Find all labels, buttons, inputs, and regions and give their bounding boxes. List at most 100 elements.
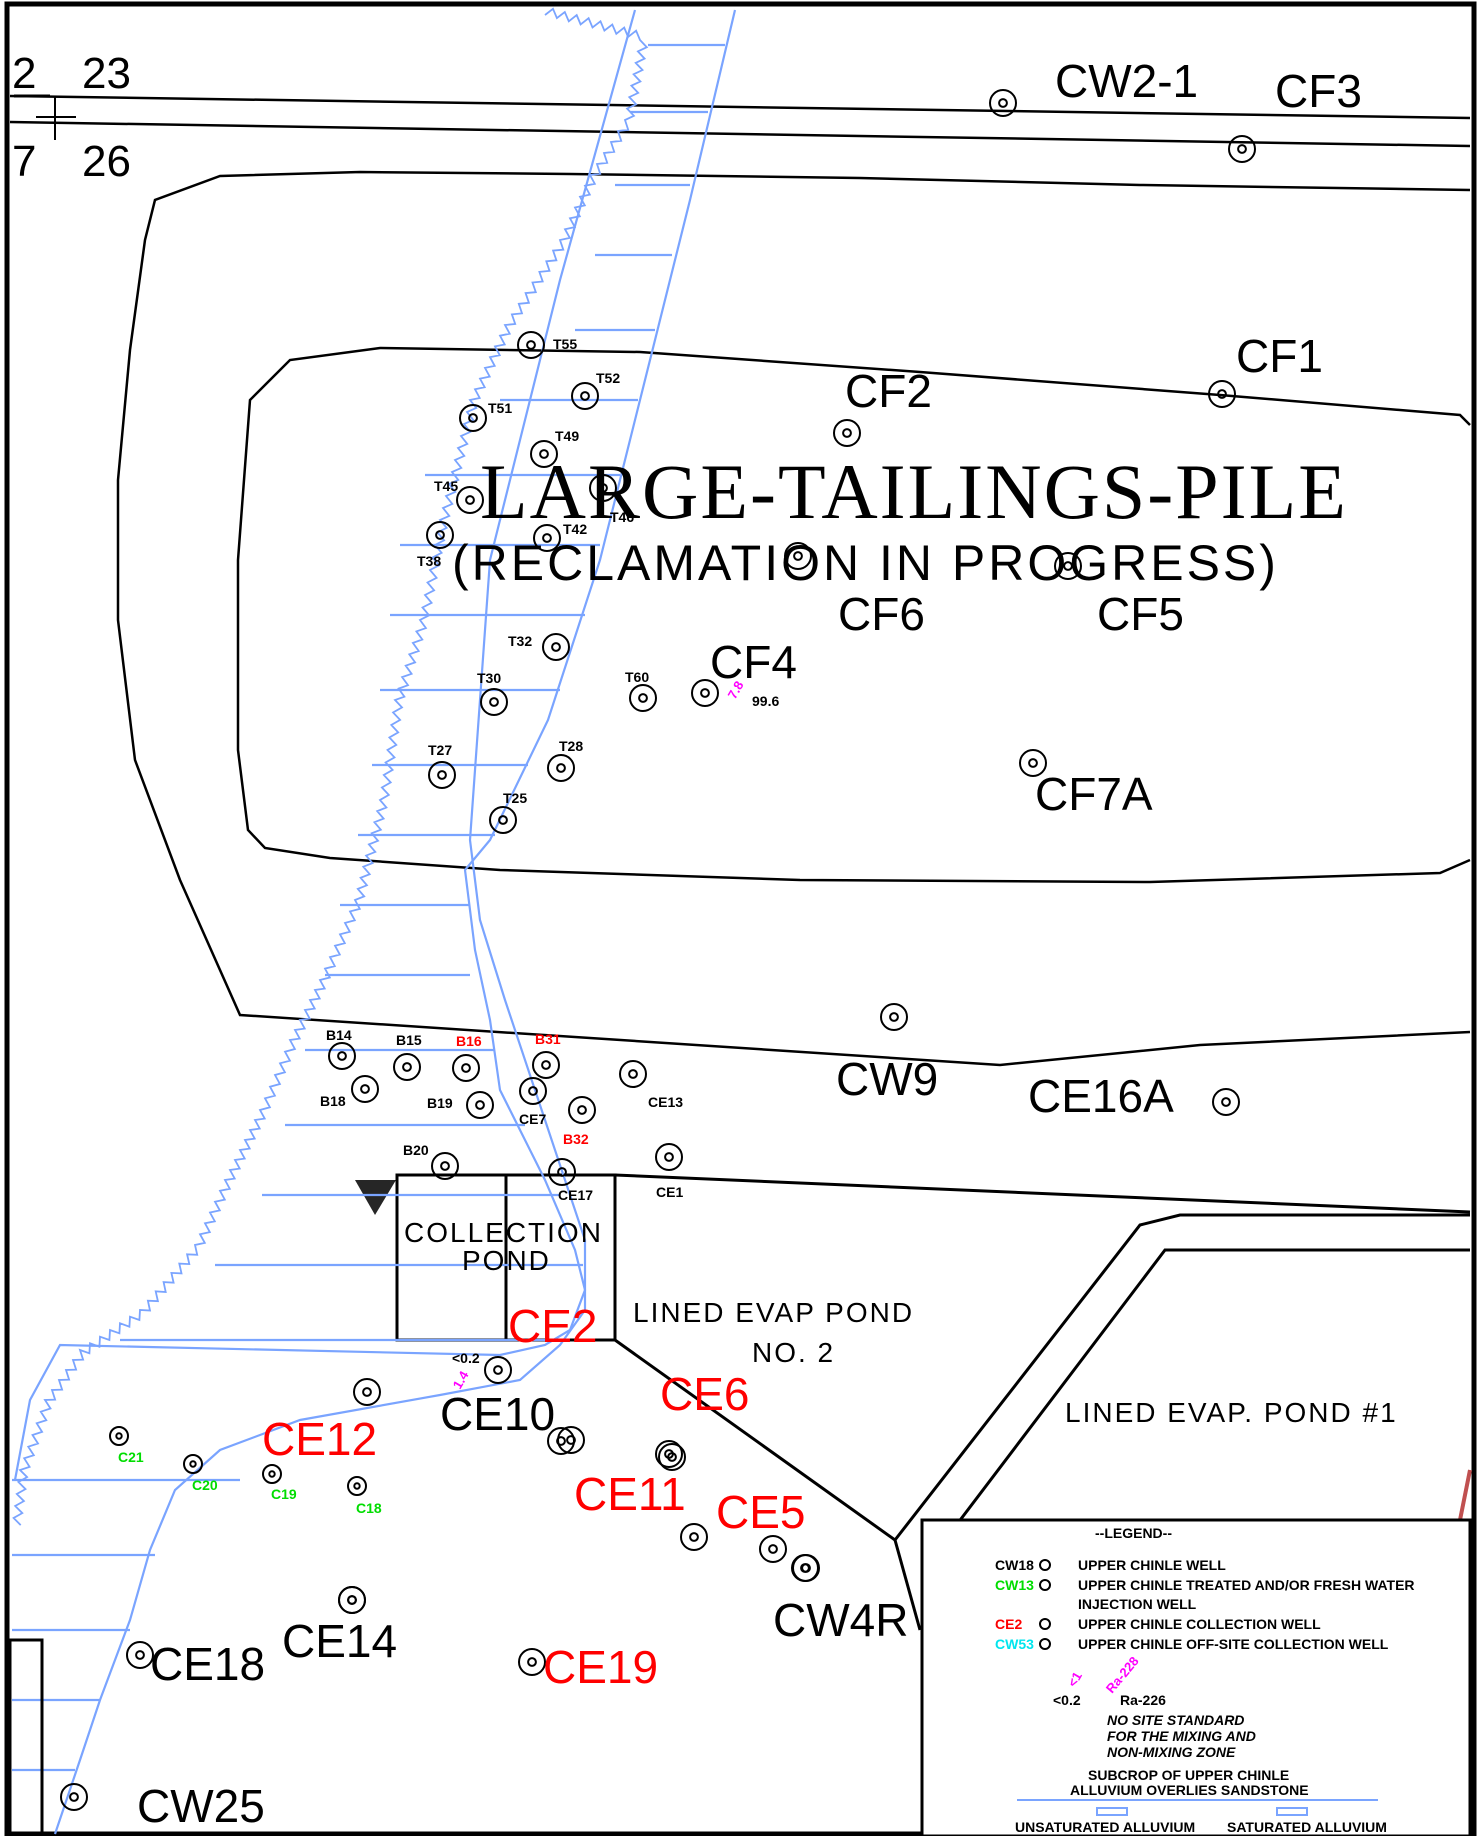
well-icon-b20 — [431, 1152, 459, 1180]
legend-sample-ra226-label: Ra-226 — [1120, 1692, 1166, 1708]
map-title: LARGE-TAILINGS-PILE — [480, 448, 1348, 535]
ce10-ra226-value: <0.2 — [452, 1350, 480, 1366]
legend-desc-0: UPPER CHINLE WELL — [1078, 1557, 1226, 1573]
legend-desc-4: UPPER CHINLE OFF-SITE COLLECTION WELL — [1078, 1636, 1389, 1652]
well-label-ce5: CE5 — [716, 1486, 805, 1538]
well-icon-t60 — [629, 684, 657, 712]
well-label-ce10: CE10 — [440, 1388, 555, 1440]
legend-well-icon — [1039, 1559, 1051, 1571]
cf4-ra226-value: 99.6 — [752, 693, 779, 709]
well-label-ce2: CE2 — [508, 1300, 597, 1352]
well-label-t25: T25 — [503, 790, 527, 806]
well-icon-ce13 — [619, 1060, 647, 1088]
well-icon-c20 — [183, 1454, 203, 1474]
lower-left-structure — [8, 1638, 44, 1836]
well-label-c20: C20 — [192, 1477, 218, 1493]
well-icon-cf4 — [691, 679, 719, 707]
well-icon-cf6 — [784, 542, 812, 570]
well-label-cw25: CW25 — [137, 1780, 265, 1832]
well-icon-unlabeled — [338, 1586, 366, 1614]
well-label-ce14: CE14 — [282, 1615, 397, 1667]
well-icon-ce16a — [1212, 1088, 1240, 1116]
well-icon-t30 — [480, 688, 508, 716]
well-label-cw4r: CW4R — [773, 1594, 908, 1646]
legend-well-icon — [1039, 1579, 1051, 1591]
grid-label-26: 26 — [82, 137, 131, 186]
well-icon-ce17 — [548, 1158, 576, 1186]
well-icon-t32 — [542, 633, 570, 661]
well-icon-t42 — [533, 524, 561, 552]
well-icon-unlabeled — [791, 1554, 819, 1582]
well-icon-t45 — [456, 486, 484, 514]
map-subtitle: (RECLAMATION IN PROGRESS) — [452, 535, 1279, 591]
well-icon-t52 — [571, 382, 599, 410]
well-label-b32: B32 — [563, 1131, 589, 1147]
legend-note-3: NON-MIXING ZONE — [1107, 1744, 1236, 1760]
well-label-ce7: CE7 — [519, 1111, 546, 1127]
well-icon-unlabeled — [655, 1440, 683, 1468]
well-icon-cf7a — [1019, 749, 1047, 777]
legend-code-cw13: CW13 — [995, 1577, 1034, 1593]
well-label-ce11: CE11 — [574, 1468, 686, 1520]
well-icon-ce10 — [484, 1356, 512, 1384]
well-label-t49: T49 — [555, 428, 579, 444]
well-icon-ce12 — [353, 1378, 381, 1406]
tailings-inner-boundary — [236, 346, 1471, 884]
legend-subcrop-1: SUBCROP OF UPPER CHINLE — [1088, 1767, 1289, 1783]
unsaturated-alluvium-edge — [12, 7, 649, 1526]
well-icon-ce19 — [518, 1648, 546, 1676]
well-icon-cf5 — [1054, 552, 1082, 580]
well-label-cf4: CF4 — [710, 636, 797, 688]
well-label-cw2-1: CW2-1 — [1055, 55, 1198, 107]
well-icon-cf1 — [1208, 380, 1236, 408]
well-icon-t46 — [589, 474, 617, 502]
well-label-b14: B14 — [326, 1027, 352, 1043]
legend-saturated-swatch — [1276, 1807, 1308, 1816]
well-label-ce19: CE19 — [543, 1641, 658, 1693]
well-icon-b14 — [328, 1042, 356, 1070]
grid-label-23: 23 — [82, 49, 131, 98]
legend-desc-2: INJECTION WELL — [1078, 1596, 1197, 1612]
well-icon-b15 — [393, 1053, 421, 1081]
well-label-cw9: CW9 — [836, 1053, 938, 1105]
well-label-b31: B31 — [535, 1031, 561, 1047]
well-label-t32: T32 — [508, 633, 532, 649]
well-icon-b31 — [532, 1051, 560, 1079]
well-label-b18: B18 — [320, 1093, 346, 1109]
well-label-c18: C18 — [356, 1500, 382, 1516]
legend-note-1: NO SITE STANDARD — [1107, 1712, 1244, 1728]
well-label-t51: T51 — [488, 400, 512, 416]
legend-box — [920, 1518, 1472, 1836]
legend-desc-1: UPPER CHINLE TREATED AND/OR FRESH WATER — [1078, 1577, 1415, 1593]
well-label-c19: C19 — [271, 1486, 297, 1502]
legend-saturated-label: SATURATED ALLUVIUM — [1227, 1819, 1387, 1835]
well-icon-ce7 — [519, 1077, 547, 1105]
well-label-ce18: CE18 — [150, 1638, 265, 1690]
well-icon-ce18 — [126, 1641, 154, 1669]
well-icon-cf2 — [833, 419, 861, 447]
legend-desc-3: UPPER CHINLE COLLECTION WELL — [1078, 1616, 1321, 1632]
legend-subcrop-2: ALLUVIUM OVERLIES SANDSTONE — [1070, 1782, 1309, 1798]
well-icon-t38 — [426, 521, 454, 549]
well-icon-unlabeled — [759, 1535, 787, 1563]
well-icon-c18 — [347, 1476, 367, 1496]
map-frame — [4, 1, 1477, 1836]
saturated-alluvium-hatching — [12, 9, 737, 1835]
well-label-b16: B16 — [456, 1033, 482, 1049]
well-label-t27: T27 — [428, 742, 452, 758]
legend-note-2: FOR THE MIXING AND — [1107, 1728, 1256, 1744]
well-icon-c19 — [262, 1464, 282, 1484]
well-label-t30: T30 — [477, 670, 501, 686]
well-label-ce1: CE1 — [656, 1184, 683, 1200]
collection-pond-label-2: POND — [462, 1245, 551, 1276]
grid-label-7: 7 — [12, 137, 36, 186]
well-label-cf6: CF6 — [838, 588, 925, 640]
grid-label-2: 2 — [12, 49, 36, 98]
well-label-ce13: CE13 — [648, 1094, 683, 1110]
legend-well-icon — [1039, 1638, 1051, 1650]
well-label-b15: B15 — [396, 1032, 422, 1048]
legend-code-ce2: CE2 — [995, 1616, 1022, 1632]
